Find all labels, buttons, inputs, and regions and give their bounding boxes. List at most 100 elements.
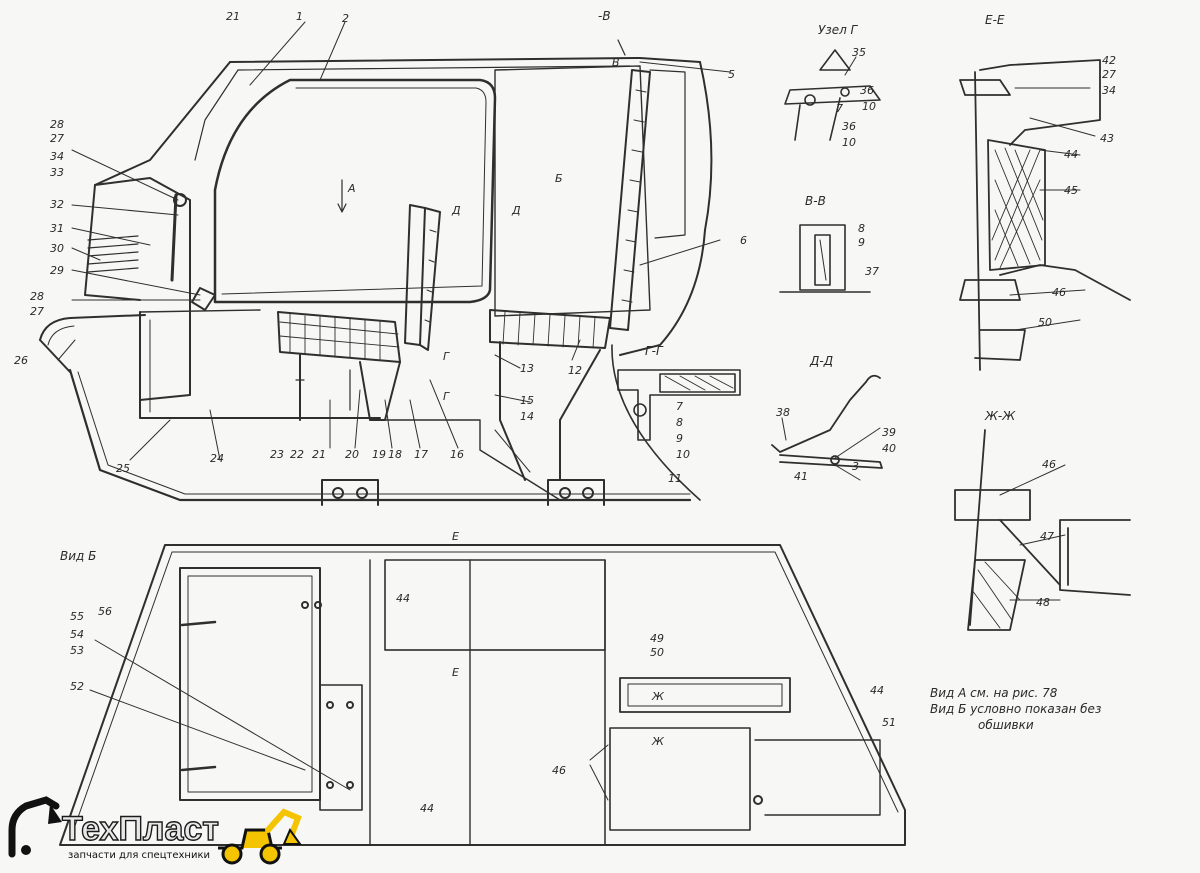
loader-icon	[218, 808, 302, 865]
callout-3: 3	[852, 460, 859, 473]
label-section-vv: В-В	[805, 194, 826, 208]
cab-side-view	[39, 39, 713, 506]
note-line-2: Вид Б условно показан без	[930, 702, 1101, 716]
vb-54: 54	[70, 628, 84, 641]
leader-lines	[57, 21, 1096, 601]
view-b	[59, 544, 906, 846]
label-section-zhzh: Ж-Ж	[984, 409, 1016, 423]
label-arrow-a: А	[347, 182, 356, 195]
callout-28: 28	[50, 118, 64, 131]
detail-7: 7	[836, 102, 843, 115]
ee-45: 45	[1064, 184, 1078, 197]
vb-55: 55	[70, 610, 84, 623]
ee-50: 50	[1038, 316, 1052, 329]
detail-8: 8	[858, 222, 865, 235]
label-cut-zh2: Ж	[651, 735, 665, 748]
callout-1: 1	[296, 10, 303, 23]
note-line-1: Вид А см. на рис. 78	[930, 686, 1058, 700]
ee-43: 43	[1100, 132, 1114, 145]
callout-23: 23	[270, 448, 284, 461]
label-cut-v: В	[612, 56, 620, 69]
vb-44b: 44	[420, 802, 434, 815]
vb-53: 53	[70, 644, 84, 657]
callout-28b: 28	[30, 290, 44, 303]
vb-44a: 44	[396, 592, 410, 605]
callout-22: 22	[290, 448, 304, 461]
vb-44c: 44	[870, 684, 884, 697]
callout-5: 5	[728, 68, 735, 81]
ee-44: 44	[1064, 148, 1078, 161]
callout-31: 31	[50, 222, 64, 235]
detail-39: 39	[882, 426, 896, 439]
label-cut-e2: Е	[452, 666, 459, 679]
detail-36b: 36	[842, 120, 856, 133]
callout-14: 14	[520, 410, 534, 423]
gg-7: 7	[676, 400, 683, 413]
ee-27: 27	[1102, 68, 1116, 81]
vb-52: 52	[70, 680, 84, 693]
gg-8: 8	[676, 416, 683, 429]
ee-34: 34	[1102, 84, 1116, 97]
detail-10: 10	[862, 100, 876, 113]
vb-51: 51	[882, 716, 896, 729]
ee-46: 46	[1052, 286, 1066, 299]
zh-47: 47	[1040, 530, 1054, 543]
callout-30: 30	[50, 242, 64, 255]
callout-24: 24	[210, 452, 224, 465]
callout-19: 19	[372, 448, 386, 461]
vb-50: 50	[650, 646, 664, 659]
label-cut-d2: Д	[511, 204, 521, 217]
label-cut-g2: Г	[443, 390, 450, 403]
label-view-v: -В	[598, 9, 611, 23]
callout-26: 26	[14, 354, 28, 367]
callout-17: 17	[414, 448, 428, 461]
detail-38: 38	[776, 406, 790, 419]
label-cut-g1: Г	[443, 350, 450, 363]
detail-36: 36	[860, 84, 874, 97]
section-vv	[779, 224, 871, 293]
callout-29: 29	[50, 264, 64, 277]
label-cut-d1: Д	[451, 204, 461, 217]
logo-brand: ТехПласт	[61, 809, 219, 848]
detail-10b: 10	[842, 136, 856, 149]
callout-21-top: 21	[226, 10, 240, 23]
callout-13: 13	[520, 362, 534, 375]
detail-35: 35	[852, 46, 866, 59]
label-arrow-b: Б	[555, 172, 563, 185]
label-section-ee: Е-Е	[985, 13, 1005, 27]
zh-48: 48	[1036, 596, 1050, 609]
detail-37: 37	[865, 265, 879, 278]
zh-46: 46	[1042, 458, 1056, 471]
vb-49: 49	[650, 632, 664, 645]
label-cut-zh1: Ж	[651, 690, 665, 703]
detail-node-g	[784, 49, 881, 141]
label-view-b: Вид Б	[60, 549, 96, 563]
section-dd	[771, 374, 883, 469]
callout-25: 25	[116, 462, 130, 475]
detail-9: 9	[858, 236, 865, 249]
callout-11: 11	[668, 472, 682, 485]
vb-56: 56	[98, 605, 112, 618]
detail-40: 40	[882, 442, 896, 455]
techplast-logo: ТехПласт запчасти для спецтехники	[6, 796, 306, 868]
gg-9: 9	[676, 432, 683, 445]
callout-15: 15	[520, 394, 534, 407]
section-label-group: -В Узел Г Е-Е В-В Д-Д Г-Г Ж-Ж Вид Б А Б …	[60, 9, 1016, 748]
callout-27b: 27	[30, 305, 44, 318]
excavator-icon	[8, 796, 62, 858]
logo-tagline: запчасти для спецтехники	[68, 850, 210, 861]
callout-16: 16	[450, 448, 464, 461]
callouts-view-b: 44 44 44 49 50 51 46 52 53 54 55 56	[70, 592, 896, 815]
detail-41: 41	[794, 470, 808, 483]
gg-10: 10	[676, 448, 690, 461]
callout-2: 2	[342, 12, 349, 25]
callout-34: 34	[50, 150, 64, 163]
drawing-notes: Вид А см. на рис. 78 Вид Б условно показ…	[930, 686, 1101, 732]
callouts-main: 1 2 21 5 6 28 27 34 33 32 31 30 29 28 27…	[14, 10, 859, 485]
callout-6: 6	[740, 234, 747, 247]
callout-27: 27	[50, 132, 64, 145]
callout-18: 18	[388, 448, 402, 461]
callouts-details: 35 36 10 7 36 10 8 9 37 38 39 40 41 7 8 …	[676, 46, 1116, 609]
section-gg	[611, 344, 741, 501]
